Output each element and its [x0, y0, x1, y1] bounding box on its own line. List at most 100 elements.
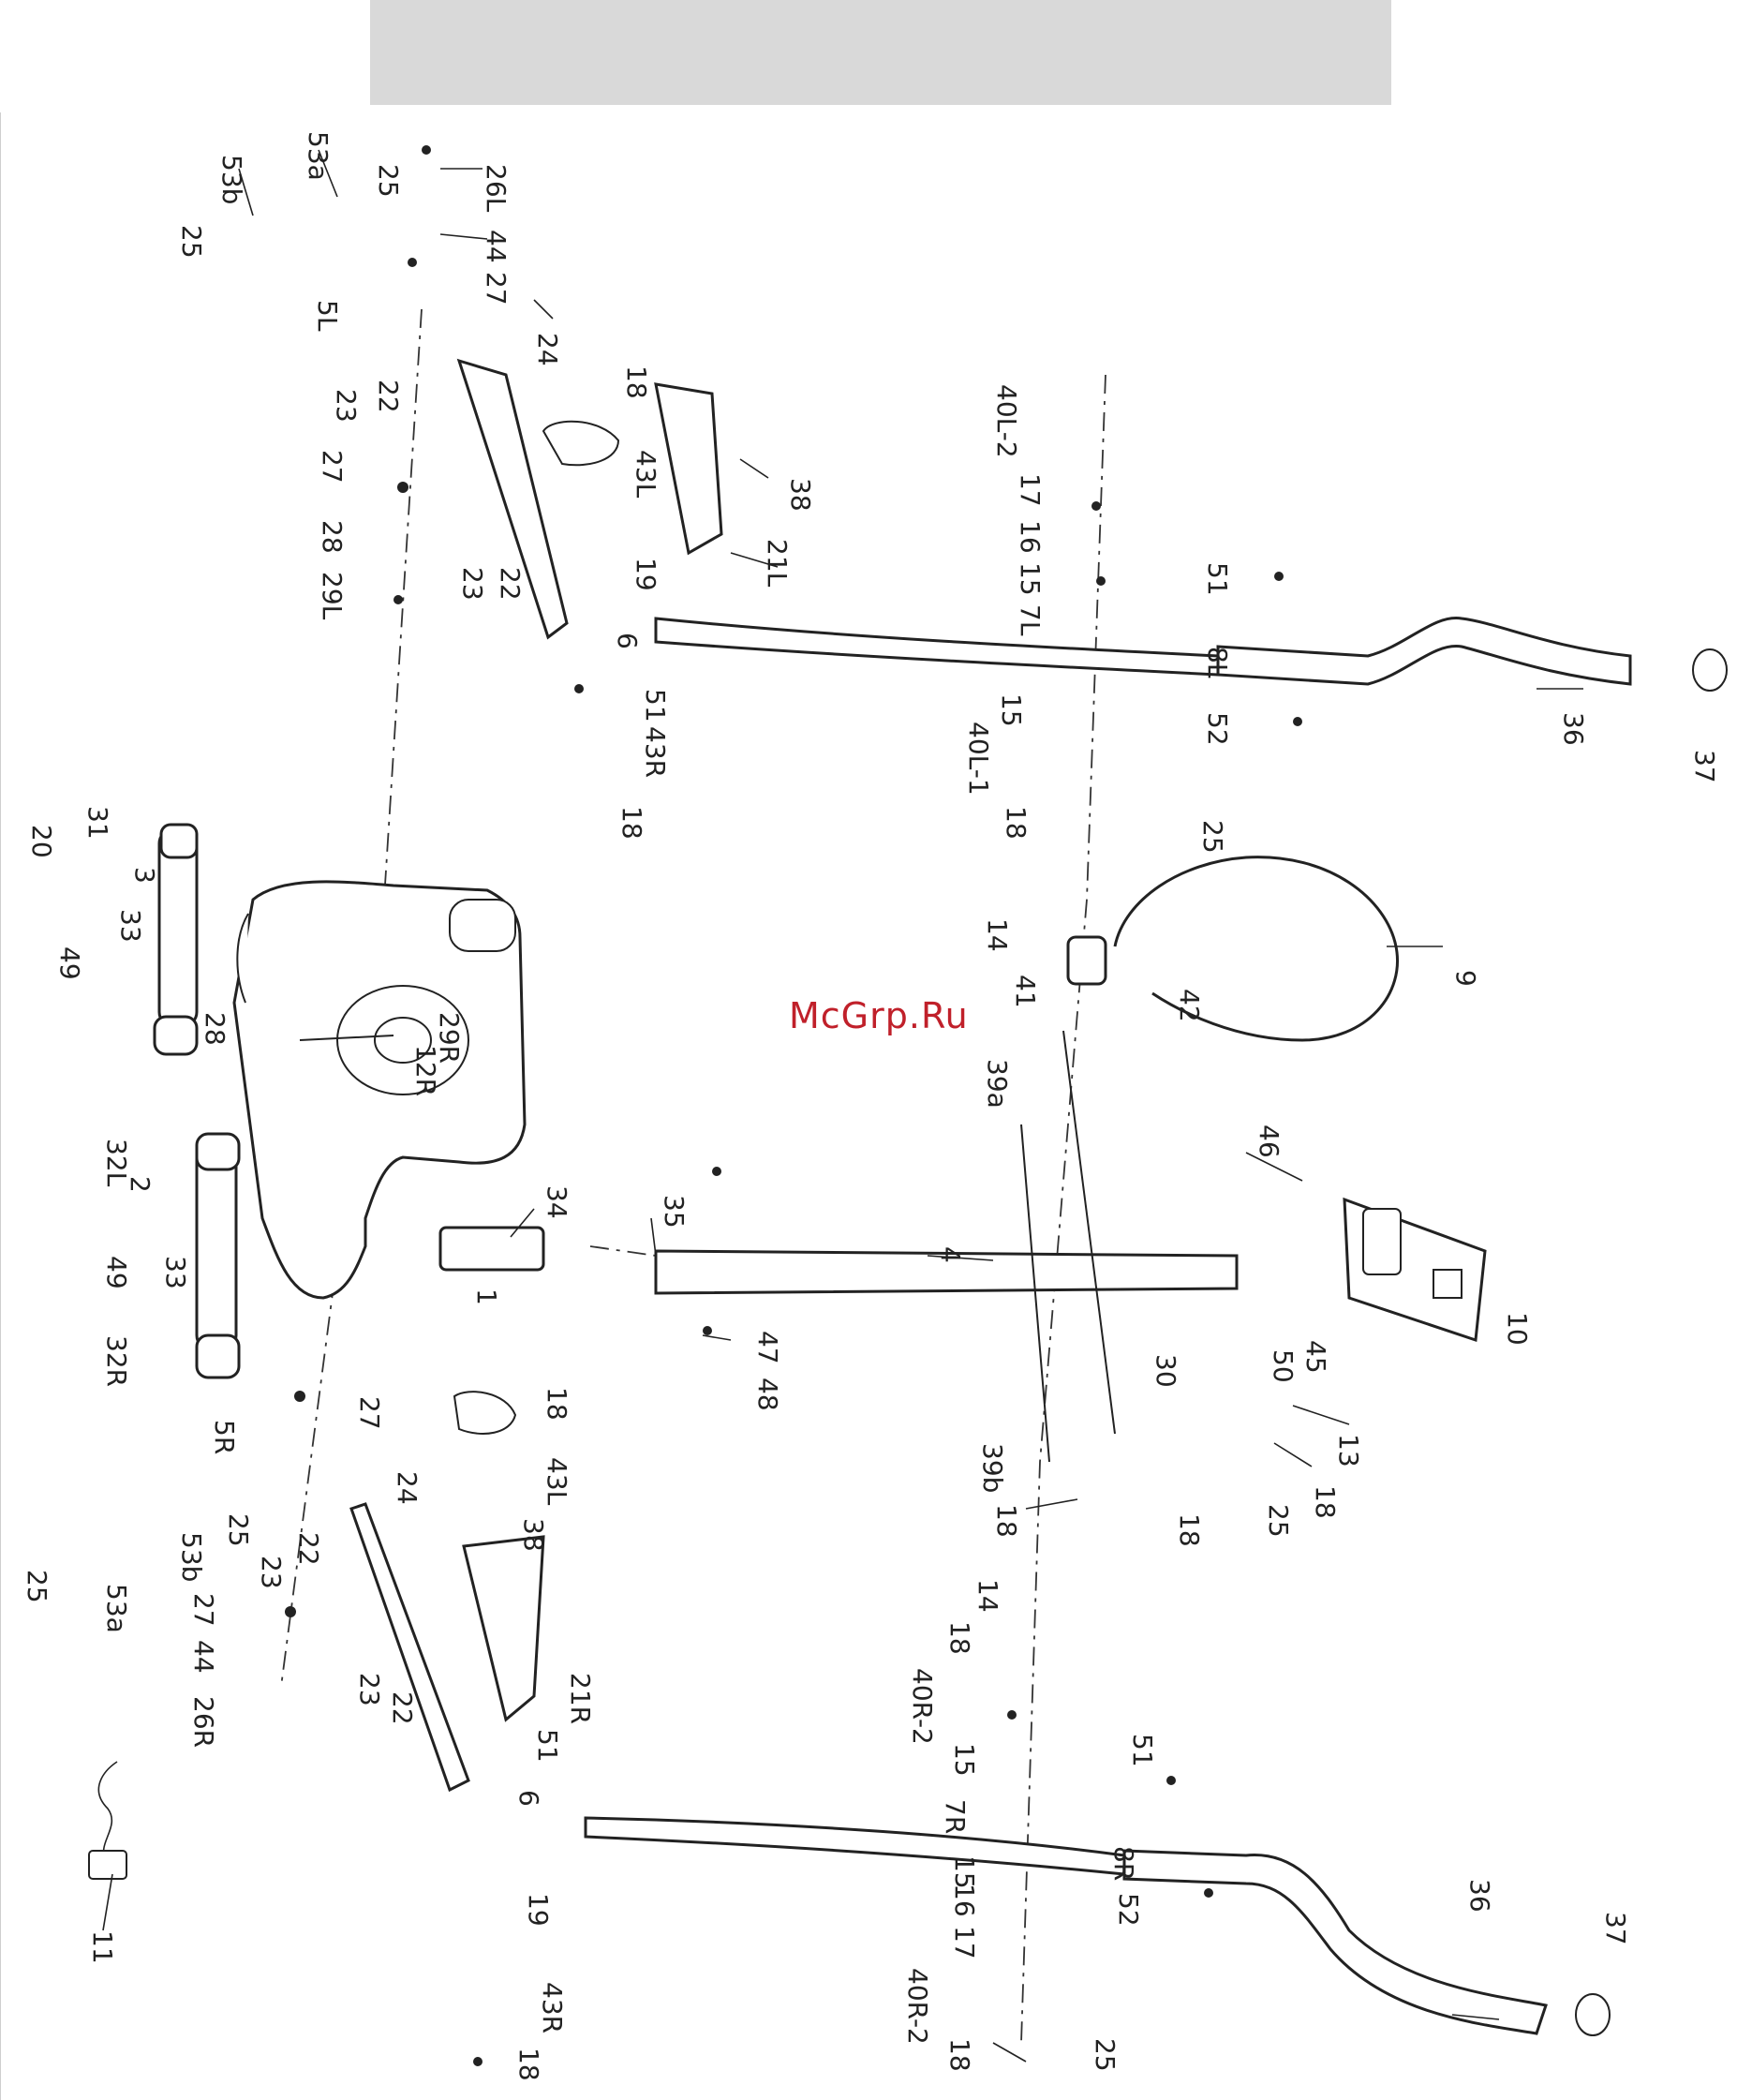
console [1343, 1197, 1487, 1343]
callout-label: 18 [1174, 1513, 1205, 1547]
callout-label: 36 [1464, 1879, 1495, 1913]
callout-label: 50 [1268, 1349, 1299, 1383]
callout-label: 30 [1151, 1354, 1181, 1388]
sensor-cable [88, 1761, 127, 1880]
callout-label: 51 [1127, 1734, 1158, 1767]
handle-loop [1066, 856, 1399, 1042]
callout-label: 22 [373, 380, 404, 413]
callout-label: 28 [200, 1012, 230, 1046]
callout-label: 27 [481, 272, 512, 305]
right-pedal [453, 1391, 545, 1722]
callout-label: 43R [640, 726, 671, 778]
callout-label: 29L [317, 572, 348, 620]
callout-label: 16 [949, 1884, 980, 1917]
rear-stabilizer [153, 823, 199, 1056]
callout-label: 36 [1558, 712, 1589, 746]
callout-label: 48 [752, 1378, 783, 1411]
callout-label: 14 [982, 918, 1013, 952]
callout-label: 46 [1254, 1124, 1284, 1158]
main-frame-tube [438, 1030, 1239, 1463]
callout-label: 21L [762, 539, 793, 588]
callout-label: 26L [481, 164, 512, 213]
callout-label: 6 [513, 1790, 544, 1807]
callout-label: 39a [982, 1059, 1013, 1109]
main-housing [232, 880, 527, 1300]
callout-label: 28 [317, 520, 348, 554]
assembly-line-handlebar [1020, 374, 1106, 2044]
callout-label: 10 [1502, 1312, 1533, 1346]
callout-label: 23 [256, 1556, 287, 1589]
upper-swing-arm [456, 358, 1728, 692]
callout-label: 38 [518, 1518, 549, 1552]
callout-label: 51 [532, 1729, 563, 1763]
lower-swing-arm [349, 1502, 1611, 2036]
callout-label: 8L [1202, 647, 1233, 678]
callout-label: 43L [542, 1457, 572, 1506]
callout-label: 26R [188, 1696, 219, 1748]
callout-label: 31 [82, 806, 113, 840]
callout-label: 16 [1015, 520, 1046, 554]
callout-label: 22 [495, 567, 526, 601]
callout-label: 11 [87, 1930, 118, 1964]
callout-label: 32R [101, 1335, 132, 1387]
callout-label: 18 [944, 1621, 975, 1655]
callout-label: 33 [115, 909, 146, 943]
callout-labels: 53a 53b 25 25 26L 44 27 5L 24 22 23 18 4… [22, 131, 1720, 2081]
assembly-line-main-tube [589, 1245, 657, 1257]
callout-label: 23 [354, 1673, 385, 1706]
callout-label: 2 [125, 1176, 156, 1193]
callout-label: 35 [659, 1195, 690, 1229]
callout-label: 8R [1108, 1846, 1139, 1881]
callout-label: 49 [54, 946, 85, 980]
callout-label: 53b [216, 155, 247, 204]
callout-label: 7R [940, 1799, 971, 1834]
callout-label: 51 [640, 689, 671, 722]
callout-label: 24 [392, 1471, 423, 1505]
callout-label: 53a [101, 1584, 132, 1633]
callout-label: 18 [1310, 1485, 1341, 1519]
callout-label: 21R [565, 1673, 596, 1724]
callout-label: 25 [176, 225, 207, 259]
callout-label: 5L [312, 300, 343, 332]
callout-label: 17 [949, 1926, 980, 1959]
callout-label: 6 [612, 633, 643, 649]
callout-label: 25 [1197, 820, 1228, 854]
top-banner [370, 0, 1391, 105]
callout-label: 22 [387, 1691, 418, 1725]
callout-label: 33 [160, 1256, 191, 1289]
callout-label: 18 [542, 1387, 572, 1421]
callout-label: 42 [1174, 989, 1205, 1022]
watermark-text: McGrp.Ru [789, 995, 969, 1036]
leader-lines [102, 149, 1583, 2063]
callout-label: 27 [317, 450, 348, 484]
callout-label: 47 [752, 1331, 783, 1364]
fastener-markers [285, 145, 1302, 2066]
callout-label: 18 [621, 365, 652, 399]
callout-label: 9 [1450, 970, 1481, 987]
callout-label: 13 [1333, 1434, 1364, 1467]
left-pedal [542, 382, 723, 556]
callout-label: 37 [1689, 750, 1720, 783]
callout-label: 18 [513, 2048, 544, 2081]
callout-label: 39b [977, 1443, 1008, 1493]
callout-label: 38 [785, 478, 816, 512]
front-stabilizer [195, 1132, 241, 1379]
callout-label: 53a [303, 131, 334, 181]
callout-label: 40L-2 [991, 384, 1022, 458]
callout-label: 18 [944, 2038, 975, 2072]
callout-label: 34 [542, 1185, 572, 1219]
callout-label: 25 [373, 164, 404, 198]
callout-label: 29R [434, 1012, 465, 1064]
callout-label: 37 [1600, 1912, 1631, 1945]
callout-label: 7L [1015, 604, 1046, 636]
callout-label: 51 [1202, 562, 1233, 596]
callout-label: 23 [457, 567, 488, 601]
callout-label: 43L [631, 450, 661, 499]
callout-label: 4 [935, 1246, 966, 1263]
callout-label: 19 [523, 1893, 554, 1927]
callout-label: 40L-1 [963, 722, 994, 796]
callout-label: 45 [1300, 1340, 1331, 1374]
callout-label: 5R [209, 1420, 240, 1454]
callout-label: 20 [26, 825, 57, 858]
